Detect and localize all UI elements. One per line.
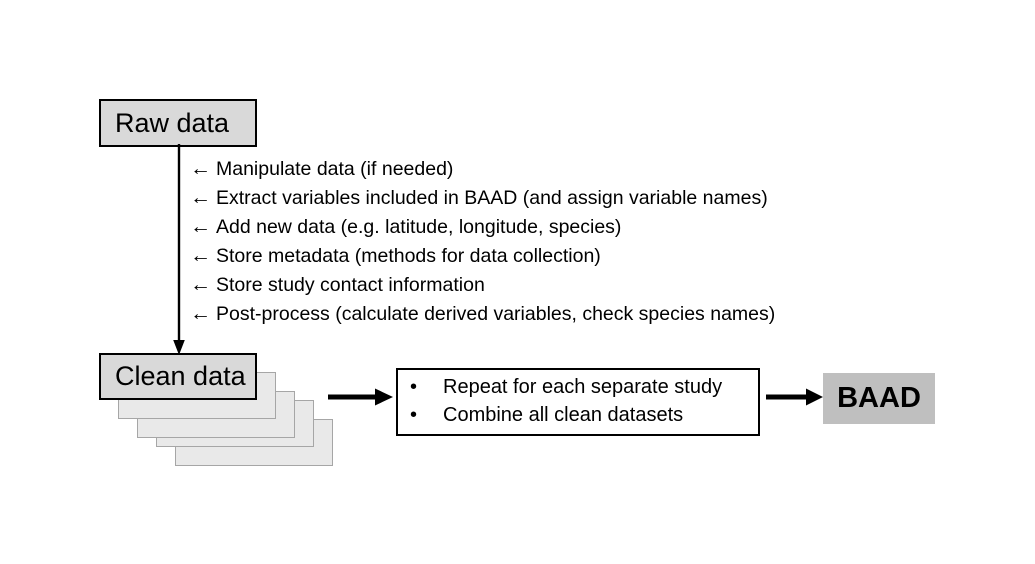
list-item-label: Manipulate data (if needed) <box>216 158 454 180</box>
left-arrow-icon: ← <box>190 215 211 238</box>
combine-instructions-box: • Repeat for each separate study • Combi… <box>396 368 760 436</box>
left-arrow-icon: ← <box>190 157 211 180</box>
list-item-label: Extract variables included in BAAD (and … <box>216 187 768 209</box>
arrow-clean-to-combine-icon <box>328 388 393 406</box>
node-raw-data: Raw data <box>99 99 257 147</box>
list-item: ← Post-process (calculate derived variab… <box>190 303 890 332</box>
processing-steps-list: ← Manipulate data (if needed) ← Extract … <box>190 158 890 332</box>
list-item: ← Store study contact information <box>190 274 890 303</box>
left-arrow-icon: ← <box>190 273 211 296</box>
list-item: ← Extract variables included in BAAD (an… <box>190 187 890 216</box>
list-item: ← Store metadata (methods for data colle… <box>190 245 890 274</box>
node-clean-data: Clean data <box>99 353 257 400</box>
list-item: • Repeat for each separate study <box>410 377 758 405</box>
list-item-label: Add new data (e.g. latitude, longitude, … <box>216 216 622 238</box>
arrow-raw-to-clean-icon <box>173 144 185 355</box>
arrow-combine-to-baad-icon <box>766 388 823 406</box>
left-arrow-icon: ← <box>190 186 211 209</box>
list-item-label: Repeat for each separate study <box>443 376 723 398</box>
list-item: ← Add new data (e.g. latitude, longitude… <box>190 216 890 245</box>
list-item: ← Manipulate data (if needed) <box>190 158 890 187</box>
list-item-label: Store metadata (methods for data collect… <box>216 245 601 267</box>
node-baad-output: BAAD <box>823 373 935 424</box>
node-clean-data-label: Clean data <box>115 361 246 391</box>
left-arrow-icon: ← <box>190 244 211 267</box>
left-arrow-icon: ← <box>190 302 211 325</box>
node-raw-data-label: Raw data <box>115 107 230 138</box>
node-baad-label: BAAD <box>837 382 921 414</box>
bullet-icon: • <box>410 404 418 426</box>
list-item-label: Post-process (calculate derived variable… <box>216 303 776 325</box>
list-item: • Combine all clean datasets <box>410 405 758 433</box>
bullet-icon: • <box>410 376 418 398</box>
list-item-label: Store study contact information <box>216 274 485 296</box>
list-item-label: Combine all clean datasets <box>443 404 684 426</box>
